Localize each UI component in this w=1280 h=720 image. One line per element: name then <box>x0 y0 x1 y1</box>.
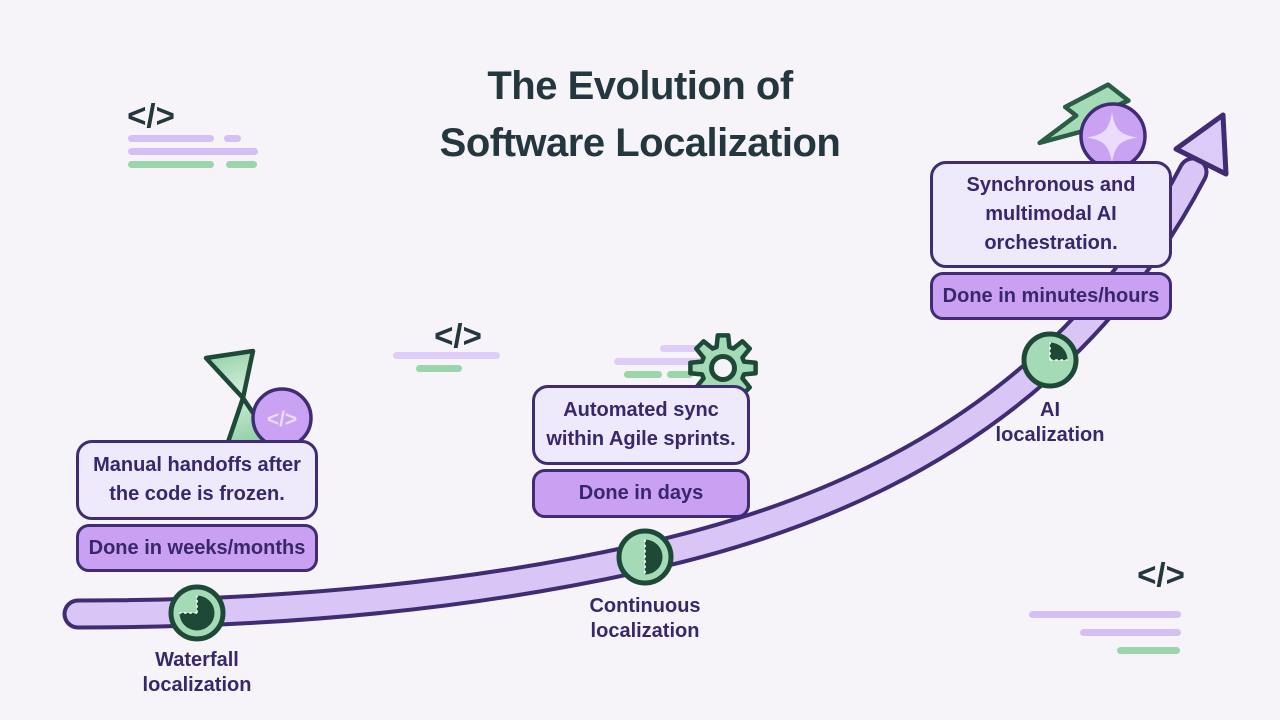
description-line: within Agile sprints. <box>546 428 736 450</box>
done-label: Done in days <box>578 482 704 504</box>
ai-label: AI localization <box>940 398 1160 448</box>
ai-description-card: Synchronous and multimodal AI orchestrat… <box>930 161 1172 268</box>
label-line: localization <box>142 674 252 696</box>
description-line: Synchronous and <box>966 174 1136 196</box>
description-line: orchestration. <box>984 232 1118 254</box>
code-icon: </> <box>127 97 175 134</box>
done-label: Done in weeks/months <box>88 536 306 559</box>
description-line: the code is frozen. <box>109 483 285 505</box>
svg-text:</>: </> <box>267 408 297 431</box>
code-circle-icon: </> <box>251 387 313 449</box>
description-line: multimodal AI <box>985 203 1117 225</box>
label-line: localization <box>995 424 1105 446</box>
code-icon: </> <box>1137 556 1185 593</box>
decor-line <box>660 345 732 352</box>
continuous-done-badge: Done in days <box>532 469 750 518</box>
waterfall-done-badge: Done in weeks/months <box>76 524 318 572</box>
title-line-2: Software Localization <box>439 121 841 165</box>
decor-line <box>128 161 214 168</box>
decor-line <box>128 148 258 155</box>
decor-line <box>226 161 257 168</box>
waterfall-description-card: Manual handoffs after the code is frozen… <box>76 440 318 520</box>
decor-line <box>128 135 214 142</box>
done-label: Done in minutes/hours <box>942 284 1160 307</box>
label-line: Waterfall <box>155 649 239 671</box>
continuous-label: Continuous localization <box>535 594 755 644</box>
page-title: The Evolution of Software Localization <box>0 58 1280 172</box>
label-line: localization <box>590 620 700 642</box>
decor-line <box>393 352 500 359</box>
continuous-description-card: Automated sync within Agile sprints. <box>532 385 750 465</box>
label-line: AI <box>1040 399 1060 421</box>
decor-line <box>614 358 710 365</box>
code-icon: </> <box>434 317 482 354</box>
arrow-icon <box>1173 112 1229 177</box>
decor-line <box>224 135 241 142</box>
decor-line <box>416 365 462 372</box>
decor-line <box>624 371 662 378</box>
ai-done-badge: Done in minutes/hours <box>930 272 1172 320</box>
description-line: Manual handoffs after <box>93 454 301 476</box>
decor-line <box>667 371 693 378</box>
decor-line <box>1117 647 1180 654</box>
label-line: Continuous <box>589 595 701 617</box>
waterfall-label: Waterfall localization <box>87 648 307 698</box>
title-line-1: The Evolution of <box>487 64 793 108</box>
decor-line <box>1080 629 1181 636</box>
decor-line <box>1029 611 1181 618</box>
description-line: Automated sync <box>563 399 719 421</box>
